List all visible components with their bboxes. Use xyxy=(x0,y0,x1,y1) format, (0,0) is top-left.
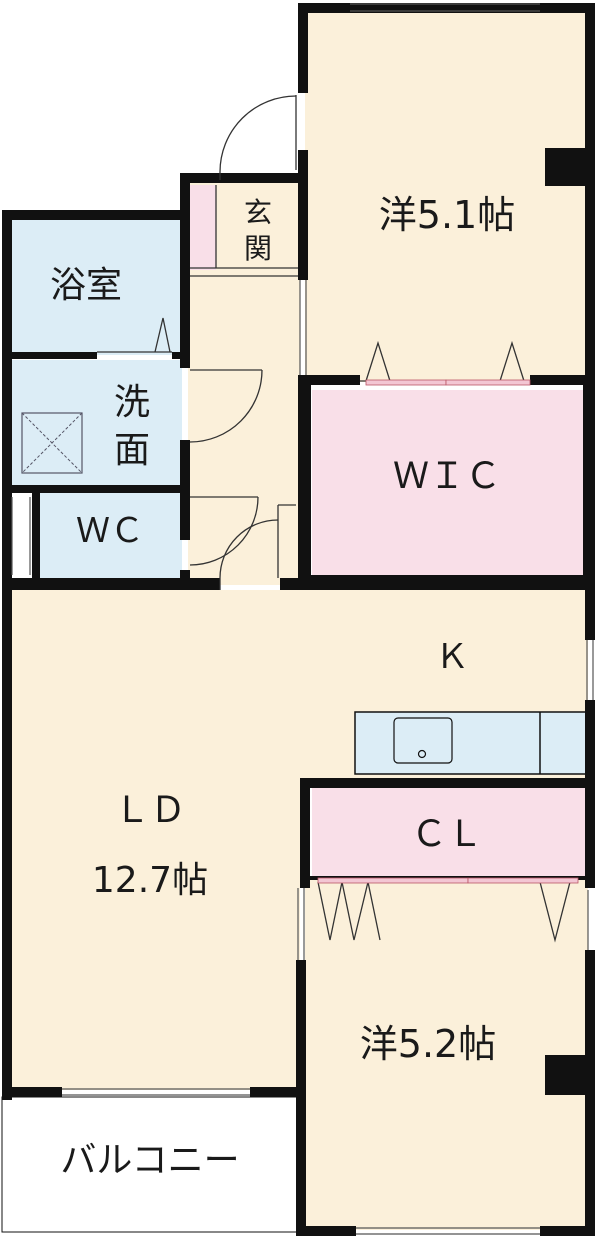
balcony-label: バルコニー xyxy=(60,1140,239,1181)
wic-floor xyxy=(312,390,587,578)
bathroom-floor xyxy=(12,218,182,355)
wc-label: ＷＣ xyxy=(76,511,144,551)
windows xyxy=(11,3,594,1235)
bathroom-label: 浴室 xyxy=(50,265,122,306)
door-rails xyxy=(317,379,579,884)
western-room-1-floor xyxy=(305,10,588,382)
entrance-label-line1: 玄 xyxy=(244,196,272,229)
wic-label: ＷＩＣ xyxy=(393,456,501,497)
closet-floor xyxy=(312,788,587,880)
washroom-label-line1: 洗 xyxy=(114,382,150,423)
walls xyxy=(2,3,595,1236)
ld-floor xyxy=(12,780,300,1090)
kitchen-counter xyxy=(354,711,588,775)
wc-floor xyxy=(40,492,182,580)
ld-label-line2: 12.7帖 xyxy=(92,860,208,901)
kitchen-label: Ｋ xyxy=(435,637,469,677)
sink-icon xyxy=(393,717,453,764)
western-room-2-floor xyxy=(305,880,588,1230)
western-room-1-label: 洋5.1帖 xyxy=(379,193,515,237)
entrance-label-line2: 関 xyxy=(244,232,272,265)
western-room-2-label: 洋5.2帖 xyxy=(360,1022,496,1066)
ld-label-line1: ＬＤ xyxy=(114,790,186,831)
washroom-label-line2: 面 xyxy=(114,430,150,471)
closet-label: ＣＬ xyxy=(411,814,483,855)
hallway-floor xyxy=(188,275,300,585)
wash-basin-icon xyxy=(21,412,83,474)
balcony-floor xyxy=(1,1096,301,1233)
entrance-pink-panel xyxy=(188,185,216,270)
